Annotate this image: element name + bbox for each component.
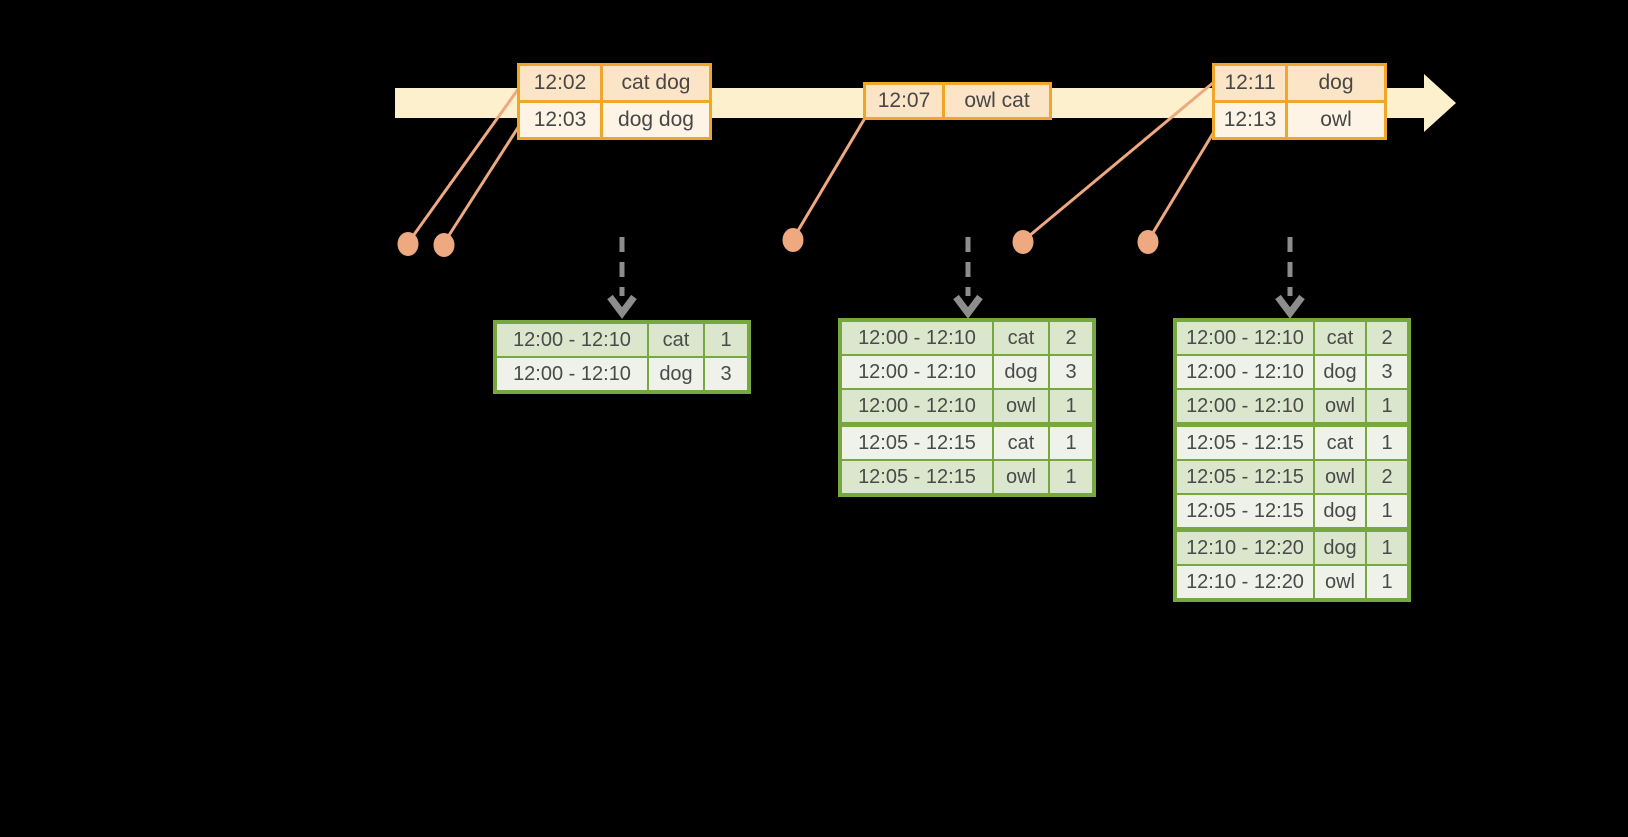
result-row: 12:05 - 12:15 cat 1	[839, 422, 1095, 461]
result-row: 12:00 - 12:10 dog 3	[1174, 354, 1410, 390]
result-row: 12:05 - 12:15 dog 1	[1174, 493, 1410, 531]
result-row: 12:00 - 12:10 cat 2	[839, 319, 1095, 356]
window-cell: 12:10 - 12:20	[1174, 527, 1315, 566]
window-cell: 12:05 - 12:15	[1174, 459, 1315, 495]
time-cell: 12:13	[1212, 100, 1288, 140]
event-leader-lines	[406, 80, 1217, 245]
time-cell: 12:02	[517, 63, 603, 103]
event-row: 12:13 owl	[1212, 100, 1387, 140]
words-cell: cat dog	[600, 63, 712, 103]
word-cell: owl	[1313, 459, 1367, 495]
count-cell: 1	[1048, 388, 1095, 426]
leader-line-12-11	[1021, 80, 1216, 243]
word-cell: dog	[992, 354, 1050, 390]
time-cell: 12:03	[517, 100, 603, 140]
count-cell: 3	[1365, 354, 1410, 390]
window-cell: 12:00 - 12:10	[494, 356, 649, 393]
result-table-3: 12:00 - 12:10 cat 2 12:00 - 12:10 dog 3 …	[1173, 318, 1411, 602]
event-dot-icon	[1137, 230, 1159, 254]
count-cell: 3	[703, 356, 750, 393]
result-table-2: 12:00 - 12:10 cat 2 12:00 - 12:10 dog 3 …	[838, 318, 1096, 497]
word-cell: cat	[992, 422, 1050, 461]
words-cell: owl cat	[942, 82, 1052, 120]
word-cell: dog	[1313, 493, 1367, 531]
word-cell: owl	[992, 388, 1050, 426]
window-cell: 12:00 - 12:10	[1174, 388, 1315, 426]
window-cell: 12:05 - 12:15	[1174, 422, 1315, 461]
window-cell: 12:05 - 12:15	[839, 422, 994, 461]
word-cell: dog	[1313, 527, 1367, 566]
event-dot-icon	[397, 232, 419, 256]
word-cell: owl	[1313, 564, 1367, 601]
word-cell: cat	[992, 319, 1050, 356]
trigger-arrowhead-icon	[953, 294, 983, 319]
result-row: 12:05 - 12:15 owl 1	[839, 459, 1095, 496]
result-row: 12:00 - 12:10 owl 1	[1174, 388, 1410, 426]
window-cell: 12:00 - 12:10	[839, 388, 994, 426]
count-cell: 1	[1048, 459, 1095, 496]
time-cell: 12:11	[1212, 63, 1288, 103]
count-cell: 3	[1048, 354, 1095, 390]
count-cell: 1	[703, 321, 750, 358]
trigger-arrowhead-icon	[1275, 294, 1305, 319]
result-row: 12:00 - 12:10 dog 3	[839, 354, 1095, 390]
result-table-1: 12:00 - 12:10 cat 1 12:00 - 12:10 dog 3	[493, 320, 751, 394]
word-cell: cat	[1313, 319, 1367, 356]
trigger-arrowhead-icon	[607, 294, 637, 319]
result-row: 12:05 - 12:15 cat 1	[1174, 422, 1410, 461]
result-row: 12:00 - 12:10 cat 1	[494, 321, 750, 358]
event-dot-icon	[782, 228, 804, 252]
event-dot-icon	[433, 233, 455, 257]
word-cell: cat	[647, 321, 705, 358]
window-cell: 12:00 - 12:10	[1174, 319, 1315, 356]
count-cell: 1	[1365, 388, 1410, 426]
leader-line-12-07	[791, 116, 867, 241]
window-cell: 12:00 - 12:10	[839, 354, 994, 390]
words-cell: owl	[1285, 100, 1387, 140]
word-cell: dog	[647, 356, 705, 393]
window-cell: 12:05 - 12:15	[839, 459, 994, 496]
event-row: 12:07 owl cat	[863, 82, 1052, 120]
event-dot-icon	[1012, 230, 1034, 254]
event-row: 12:02 cat dog	[517, 63, 712, 103]
count-cell: 1	[1048, 422, 1095, 461]
window-cell: 12:00 - 12:10	[494, 321, 649, 358]
word-cell: owl	[1313, 388, 1367, 426]
trigger-arrows	[607, 237, 1305, 319]
window-cell: 12:05 - 12:15	[1174, 493, 1315, 531]
time-cell: 12:07	[863, 82, 945, 120]
word-cell: owl	[992, 459, 1050, 496]
event-table-12-11: 12:11 dog 12:13 owl	[1212, 63, 1387, 140]
window-cell: 12:00 - 12:10	[839, 319, 994, 356]
event-table-12-02: 12:02 cat dog 12:03 dog dog	[517, 63, 712, 140]
leader-line-12-03	[442, 124, 521, 245]
event-row: 12:03 dog dog	[517, 100, 712, 140]
leader-line-12-02	[406, 86, 521, 245]
leader-line-12-13	[1146, 128, 1217, 243]
result-row: 12:00 - 12:10 owl 1	[839, 388, 1095, 426]
result-row: 12:10 - 12:20 dog 1	[1174, 527, 1410, 566]
count-cell: 1	[1365, 422, 1410, 461]
result-row: 12:05 - 12:15 owl 2	[1174, 459, 1410, 495]
timeline-arrowhead-icon	[1424, 74, 1456, 132]
word-cell: cat	[1313, 422, 1367, 461]
count-cell: 2	[1365, 319, 1410, 356]
word-cell: dog	[1313, 354, 1367, 390]
count-cell: 2	[1365, 459, 1410, 495]
result-row: 12:00 - 12:10 dog 3	[494, 356, 750, 393]
count-cell: 2	[1048, 319, 1095, 356]
words-cell: dog	[1285, 63, 1387, 103]
count-cell: 1	[1365, 527, 1410, 566]
count-cell: 1	[1365, 493, 1410, 531]
words-cell: dog dog	[600, 100, 712, 140]
event-dots	[397, 228, 1159, 257]
result-row: 12:00 - 12:10 cat 2	[1174, 319, 1410, 356]
event-row: 12:11 dog	[1212, 63, 1387, 103]
event-table-12-07: 12:07 owl cat	[863, 82, 1052, 120]
count-cell: 1	[1365, 564, 1410, 601]
result-row: 12:10 - 12:20 owl 1	[1174, 564, 1410, 601]
window-cell: 12:00 - 12:10	[1174, 354, 1315, 390]
window-cell: 12:10 - 12:20	[1174, 564, 1315, 601]
